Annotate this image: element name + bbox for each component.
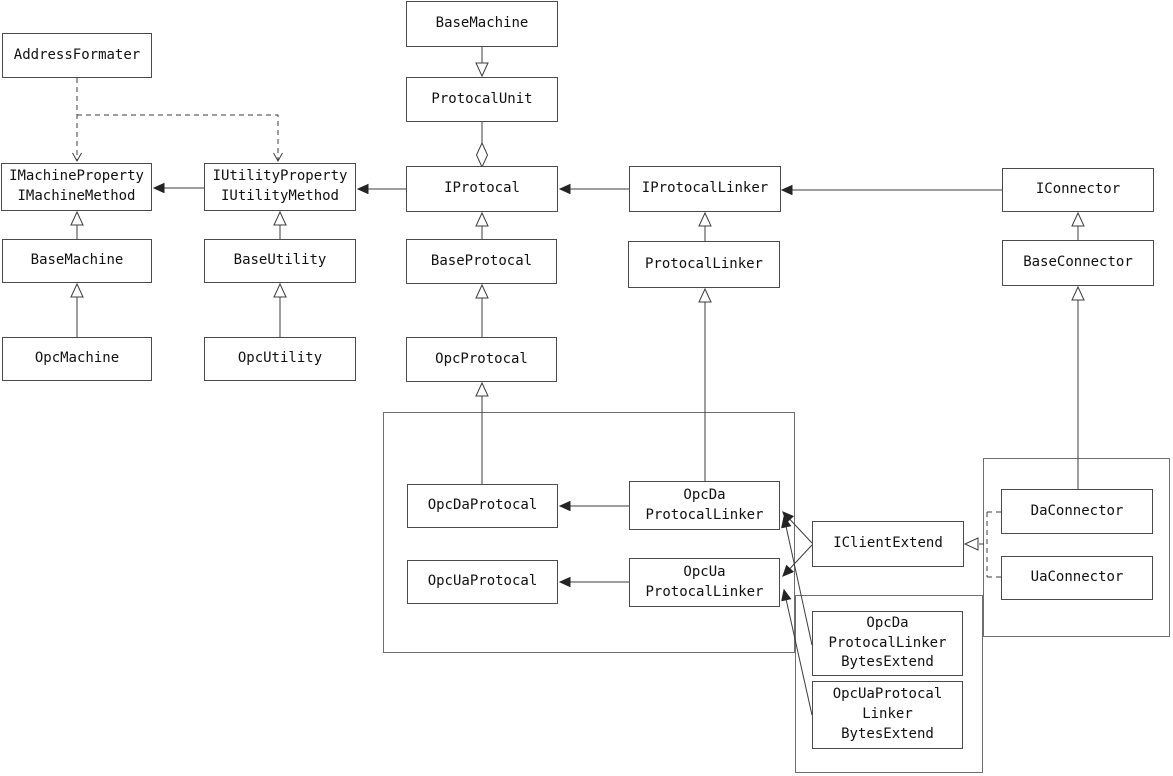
class-box-addressformater: AddressFormater bbox=[2, 33, 152, 78]
realization-triangle-icon bbox=[963, 537, 979, 551]
class-box-opcuaprotocallinker: OpcUa ProtocalLinker bbox=[629, 558, 780, 607]
class-box-iprotocal: IProtocal bbox=[406, 166, 558, 212]
class-box-opcdaprotocal: OpcDaProtocal bbox=[407, 484, 558, 528]
class-box-basemachine-top: BaseMachine bbox=[406, 1, 558, 47]
class-box-opcuaprotocallinkerbytesextend: OpcUaProtocal Linker BytesExtend bbox=[812, 681, 963, 749]
edge-addressformater-iutility bbox=[77, 114, 283, 163]
edge-iclientextend-opcdalinker bbox=[783, 512, 813, 544]
container-connector-group bbox=[983, 458, 1170, 637]
aggregation-diamond-icon bbox=[475, 141, 489, 169]
class-box-opcdaprotocallinker: OpcDa ProtocalLinker bbox=[629, 481, 780, 530]
edge-iclientextend-opcualinker bbox=[783, 544, 813, 576]
edge-opcuabytesextend-opcualinker bbox=[784, 590, 813, 716]
class-box-iclientextend: IClientExtend bbox=[812, 521, 964, 567]
class-box-opcutility: OpcUtility bbox=[204, 337, 356, 381]
class-box-opcdaprotocallinkerbytesextend: OpcDa ProtocalLinker BytesExtend bbox=[812, 611, 963, 676]
class-box-opcuaprotocal: OpcUaProtocal bbox=[407, 560, 558, 604]
edge-opcdabytesextend-opcdalinker bbox=[784, 517, 813, 646]
class-box-daconnector: DaConnector bbox=[1001, 489, 1153, 534]
class-box-iprotocallinker: IProtocalLinker bbox=[629, 166, 781, 212]
class-box-iutilityproperty: IUtilityProperty IUtilityMethod bbox=[204, 163, 356, 211]
class-box-baseprotocal: BaseProtocal bbox=[406, 239, 557, 284]
container-opc-linker-group bbox=[383, 412, 795, 653]
class-box-protocalunit: ProtocalUnit bbox=[406, 77, 558, 122]
class-box-uaconnector: UaConnector bbox=[1001, 556, 1153, 600]
class-box-opcprotocal: OpcProtocal bbox=[406, 337, 557, 382]
container-bytes-extend-group bbox=[795, 595, 983, 773]
class-box-baseutility: BaseUtility bbox=[204, 239, 356, 283]
class-box-opcmachine: OpcMachine bbox=[2, 337, 152, 381]
class-box-basemachine-left: BaseMachine bbox=[2, 239, 152, 283]
class-box-iconnector: IConnector bbox=[1002, 168, 1154, 212]
class-box-imachineproperty: IMachineProperty IMachineMethod bbox=[1, 163, 152, 211]
class-box-protocallinker: ProtocalLinker bbox=[628, 241, 780, 288]
class-box-baseconnector: BaseConnector bbox=[1002, 240, 1154, 286]
